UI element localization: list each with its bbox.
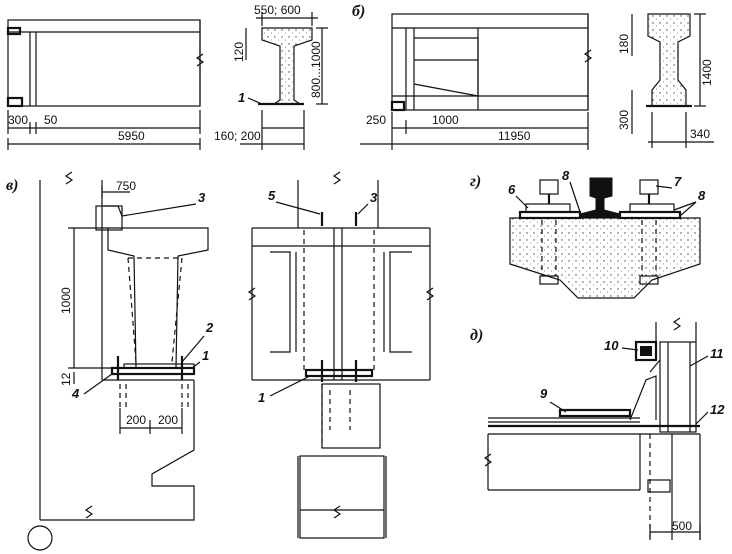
callout-1-front: 1 bbox=[258, 390, 265, 405]
dim-12: 12 bbox=[59, 372, 73, 386]
dim-1400: 1400 bbox=[700, 59, 714, 86]
dim-1000-support: 1000 bbox=[59, 287, 73, 314]
callout-2: 2 bbox=[205, 320, 214, 335]
callout-4: 4 bbox=[71, 386, 80, 401]
dim-180: 180 bbox=[617, 34, 631, 54]
panel-b-beam-elevation: б) 250 1000 11950 bbox=[352, 3, 593, 150]
dim-200-left: 200 bbox=[126, 413, 146, 427]
dim-height: 800...1000 bbox=[309, 41, 323, 98]
callout-9: 9 bbox=[540, 386, 548, 401]
panel-a-cross-section: 550; 600 120 800...1000 1 160; 200 bbox=[214, 3, 328, 150]
dim-5950: 5950 bbox=[118, 129, 145, 143]
dim-300: 300 bbox=[8, 113, 28, 127]
dim-120: 120 bbox=[232, 42, 246, 62]
panel-b-cross-section: 180 1400 300 340 bbox=[617, 13, 714, 148]
panel-g-rail-fastening: г) 6 8 7 8 bbox=[470, 168, 706, 299]
panel-v-support-side: в) 750 3 1000 12 bbox=[6, 171, 214, 551]
panel-d-column-connection: д) 9 10 11 12 5 bbox=[470, 317, 725, 540]
callout-1-side: 1 bbox=[202, 348, 209, 363]
dim-750: 750 bbox=[116, 179, 136, 193]
callout-5: 5 bbox=[268, 188, 276, 203]
panel-label-b: б) bbox=[352, 3, 365, 20]
dim-300-section: 300 bbox=[617, 110, 631, 130]
callout-8-left: 8 bbox=[562, 168, 570, 183]
panel-v-support-front: 5 3 1 bbox=[247, 171, 435, 539]
dim-500: 500 bbox=[672, 519, 692, 533]
callout-11: 11 bbox=[710, 346, 724, 361]
dim-1000: 1000 bbox=[432, 113, 459, 127]
callout-7: 7 bbox=[674, 174, 682, 189]
dim-340: 340 bbox=[690, 127, 710, 141]
panel-label-g: г) bbox=[470, 173, 481, 190]
dim-200-right: 200 bbox=[158, 413, 178, 427]
dim-50: 50 bbox=[44, 113, 58, 127]
callout-1-top: 1 bbox=[238, 90, 245, 105]
callout-10: 10 bbox=[604, 338, 619, 353]
callout-3-side: 3 bbox=[198, 190, 206, 205]
callout-12: 12 bbox=[710, 402, 725, 417]
callout-3-front: 3 bbox=[370, 190, 378, 205]
panel-label-d: д) bbox=[470, 327, 483, 344]
dim-250: 250 bbox=[366, 113, 386, 127]
dim-top-width: 550; 600 bbox=[254, 3, 301, 17]
panel-label-v: в) bbox=[6, 177, 18, 194]
panel-a-beam-elevation: 300 50 5950 bbox=[6, 19, 205, 150]
callout-8-right: 8 bbox=[698, 188, 706, 203]
dim-bottom-width: 160; 200 bbox=[214, 129, 261, 143]
dim-11950: 11950 bbox=[498, 129, 531, 143]
callout-6: 6 bbox=[508, 182, 516, 197]
